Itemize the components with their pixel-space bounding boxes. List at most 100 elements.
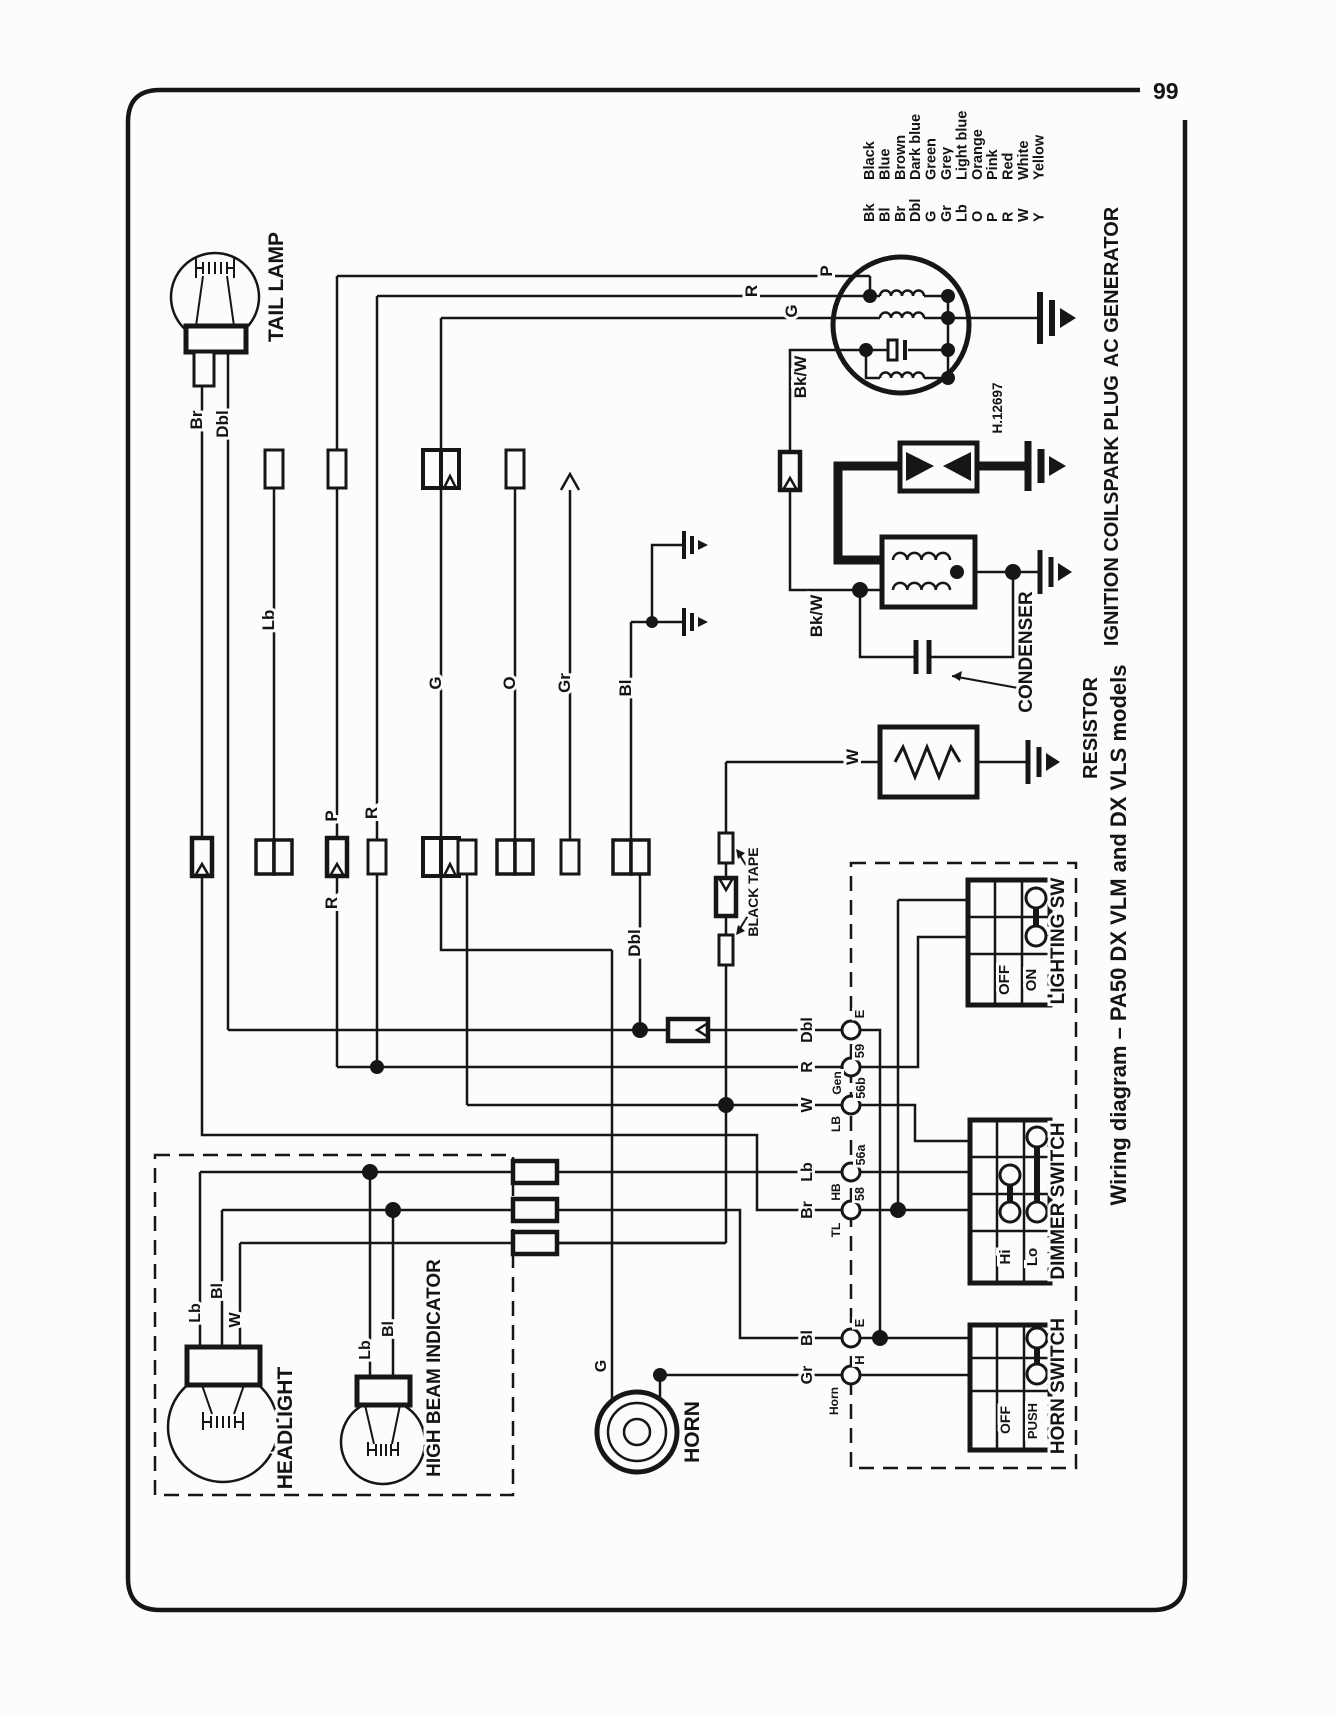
secondary-winding [891,551,952,561]
legend-abbr-gr: Gr [939,205,955,222]
wires [198,274,1040,1401]
dimmer-switch-label: DIMMER SWITCH [1048,1122,1069,1279]
term-56b: 56b [854,1077,868,1099]
tail-lamp-socket [192,350,216,388]
ac-generator-label: AC GENERATOR [1101,206,1123,367]
wire-bl-hbi: Bl [380,1321,397,1337]
lighting-on: ON [1023,969,1040,992]
dimmer-hi: Hi [997,1250,1014,1265]
wire-o-col: O [500,676,519,689]
connector-gr-single [559,838,581,876]
legend-name-w: White [1016,141,1032,180]
connector-p-top [326,448,348,490]
resistor-ground-icon [1025,740,1060,784]
connector-bl-dbl-double [611,838,651,876]
wire-g-horn: G [593,1360,610,1372]
headlight-edge-connectors [510,1158,560,1257]
wire-br-tail: Br [187,410,206,429]
terminal-e-bl [840,1327,862,1349]
lighting-switch [965,877,1053,1008]
horn-switch-label: HORN SWITCH [1048,1318,1069,1454]
connector-o-top [504,448,526,490]
term-horn: Horn [827,1387,841,1415]
primary-winding [891,581,952,591]
wire-bl-col: Bl [616,680,635,697]
term-59: 59 [852,1044,867,1058]
connectors-top-row [263,448,581,491]
contact-breaker [886,338,899,362]
legend-abbr-dbl: Dbl [908,199,924,222]
term-e1: E [852,1009,867,1018]
connector-headlight-bl [510,1196,560,1224]
dimmer-lo: Lo [1024,1248,1041,1266]
term-tl: TL [829,1223,843,1238]
tail-lamp-base [183,323,249,355]
drawing-number: H.12697 [990,382,1005,433]
wire-bkw-gen: Bk/W [791,355,810,398]
wire-lb-hl: Lb [187,1303,204,1323]
legend-name-p: Pink [985,148,1001,180]
wire-gr-col: Gr [555,673,574,693]
legend-abbr-lb: Lb [954,204,970,222]
connector-bkw-bullet [777,449,803,493]
term-lb: LB [829,1116,843,1132]
legend-abbr-bk: Bk [862,203,878,222]
resistor-label: RESISTOR [1080,677,1102,779]
legend-abbr-w: W [1016,208,1032,222]
high-beam-indicator-base [354,1374,413,1408]
generator-ground-icon [1037,292,1076,344]
term-wire-br: Br [799,1201,816,1219]
horn-label: HORN [681,1401,704,1463]
headlight [166,1344,280,1484]
terminal-e-dbl [840,1019,862,1041]
headlight-base [184,1344,263,1388]
legend-name-bk: Black [862,140,878,180]
black-tape-label: BLACK TAPE [745,847,761,936]
terminal-56a [840,1161,862,1183]
ground-symbols [682,292,1076,784]
term-hb: HB [829,1183,843,1201]
tail-lamp-label: TAIL LAMP [265,232,288,342]
connector-o-double [495,838,535,876]
legend-name-y: Yellow [1031,134,1047,180]
legend-abbr-br: Br [893,206,909,222]
spark-plug-ground-icon [1024,441,1066,491]
connector-r-single [366,838,388,876]
term-wire-w: W [799,1097,816,1113]
legend-abbr-bl: Bl [877,208,893,223]
term-58: 58 [853,1187,867,1201]
terminal-59 [840,1056,862,1078]
term-wire-r: R [799,1061,816,1073]
horn [594,1389,680,1475]
lighting-coil [878,289,926,297]
page-number: 99 [1153,78,1179,104]
tail-lamp [169,251,261,388]
connector-gr-arrow [559,471,581,491]
terminal-58 [840,1199,862,1221]
high-beam-indicator-bulb [339,1398,427,1486]
blue-wire-ground-icon-1 [682,531,708,559]
blue-wire-ground-icon-2 [682,608,708,636]
wire-r-col2: R [362,807,381,819]
headlight-label: HEADLIGHT [274,1367,297,1490]
condenser [913,640,962,681]
lighting-off: OFF [996,965,1013,995]
legend-name-br: Brown [893,135,909,180]
condenser-label: CONDENSER [1016,591,1037,713]
headlight-assembly-box [153,1153,515,1497]
wire-lb-col: Lb [259,610,278,631]
condenser-leader-arrow [952,671,962,681]
page-frame: 99 [125,78,1188,1613]
wire-lb-hbi: Lb [357,1340,374,1360]
black-tape-arrow-1 [736,849,745,859]
connector-br-bullet [189,835,215,879]
legend-name-g: Green [924,138,940,180]
terminal-h [840,1364,862,1386]
legend-name-dbl: Dark blue [908,114,924,180]
wire-bkw-coil: Bk/W [807,594,826,637]
term-56a: 56a [854,1144,868,1166]
wire-bl-hl: Bl [209,1283,226,1299]
